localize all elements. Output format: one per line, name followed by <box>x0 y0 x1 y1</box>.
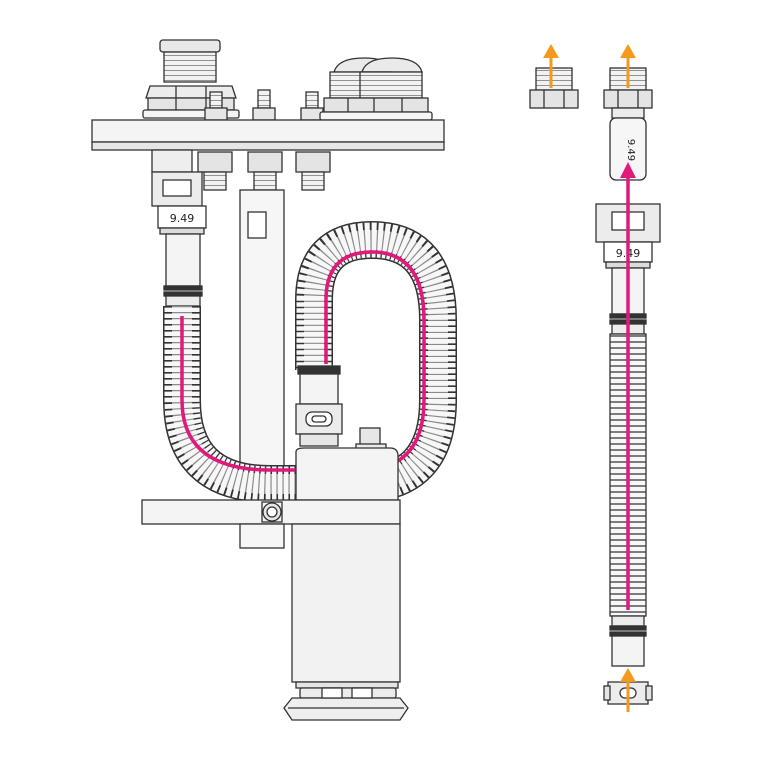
pump-top-cap <box>295 447 399 501</box>
top-fitting-right <box>319 57 433 121</box>
main-assembly: 9.49 <box>91 39 457 721</box>
main-hose-tag: 9.49 <box>170 212 195 225</box>
loose-fitting-adapter: 9.49 <box>603 67 653 181</box>
mounting-flange <box>91 119 445 151</box>
flow-arrow-up-icon <box>620 668 636 712</box>
pump-outlet-fitting <box>295 365 387 455</box>
top-fitting-left <box>142 39 240 119</box>
vertical-bracket <box>239 189 285 501</box>
corrugated-hose <box>163 220 457 503</box>
flow-arrow-up-icon <box>543 44 559 88</box>
main-flow-path <box>180 250 426 472</box>
flow-arrow-up-icon <box>620 44 636 88</box>
outlet-fitting-left: 9.49 <box>151 171 207 307</box>
side-flow-path <box>620 162 636 610</box>
loose-fitting-cap <box>529 67 579 109</box>
side-fitting-tag: 9.49 <box>625 139 636 161</box>
fuel-pump-body <box>283 523 409 721</box>
under-flange-nuts <box>151 149 331 191</box>
pump-clamp <box>141 499 401 549</box>
